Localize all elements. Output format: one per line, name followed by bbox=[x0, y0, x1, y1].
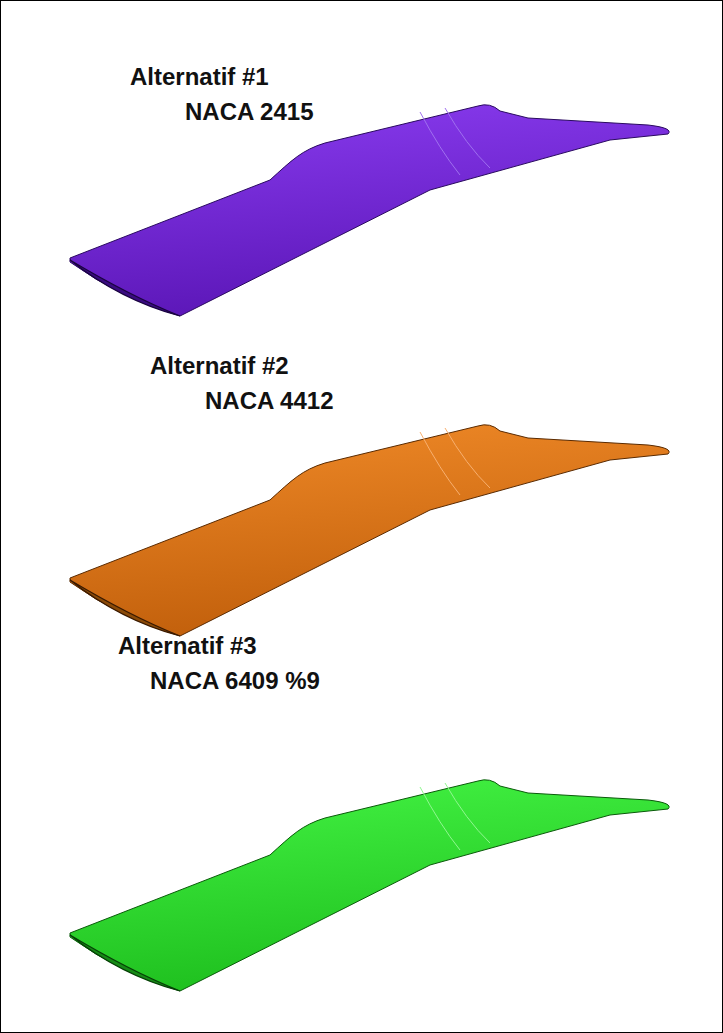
wing-purple bbox=[70, 105, 669, 316]
airfoil-label: NACA 6409 %9 bbox=[150, 667, 320, 695]
airfoil-label: NACA 2415 bbox=[185, 98, 314, 126]
wing-orange bbox=[70, 425, 669, 636]
alternative-label: Alternatif #3 bbox=[118, 632, 257, 660]
wing-green bbox=[70, 780, 669, 991]
airfoil-label: NACA 4412 bbox=[205, 387, 334, 415]
alternative-label: Alternatif #2 bbox=[150, 352, 289, 380]
alternative-label: Alternatif #1 bbox=[130, 63, 269, 91]
